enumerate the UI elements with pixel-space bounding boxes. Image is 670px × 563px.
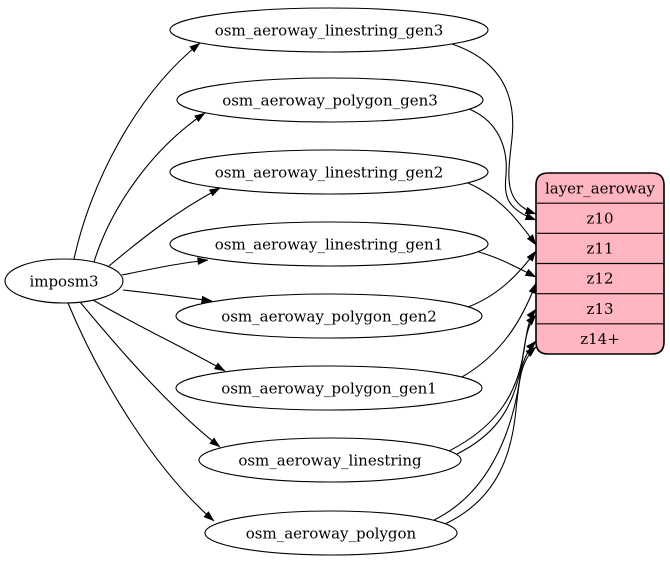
table-label: osm_aeroway_polygon_gen3 (222, 92, 438, 110)
table-ellipse (169, 149, 489, 195)
zoom-row-z14plus: z14+ (580, 330, 620, 348)
node-osm_aeroway_polygon_gen3: osm_aeroway_polygon_gen3 (176, 77, 484, 123)
edge-polygon-z13 (433, 314, 537, 521)
zoom-row-z11: z11 (587, 240, 614, 258)
node-osm_aeroway_polygon: osm_aeroway_polygon (204, 510, 458, 556)
table-ellipse (175, 293, 483, 339)
zoom-row-z13: z13 (587, 300, 614, 318)
node-osm_aeroway_polygon_gen2: osm_aeroway_polygon_gen2 (175, 293, 483, 339)
edge-imposm3-linestring_gen1 (121, 257, 209, 276)
table-ellipse (169, 7, 489, 53)
edge-imposm3-polygon (67, 302, 215, 522)
edge-polygon_gen1-z12 (461, 282, 537, 378)
table-label: osm_aeroway_linestring_gen3 (215, 22, 444, 40)
edge-imposm3-linestring_gen3 (73, 42, 201, 260)
node-osm_aeroway_linestring_gen1: osm_aeroway_linestring_gen1 (169, 221, 489, 267)
table-label: osm_aeroway_polygon_gen2 (221, 308, 437, 326)
edge-imposm3-linestring (79, 301, 221, 448)
edge-linestring_gen2-z11 (467, 182, 537, 246)
edge-polygon_gen2-z11 (467, 250, 537, 308)
table-label: osm_aeroway_polygon (246, 525, 417, 543)
edge-imposm3-polygon_gen2 (122, 289, 213, 304)
edge-polygon-z14 (444, 346, 537, 525)
node-osm_aeroway_linestring_gen2: osm_aeroway_linestring_gen2 (169, 149, 489, 195)
edge-imposm3-polygon_gen1 (92, 299, 226, 372)
table-label: osm_aeroway_linestring (238, 452, 422, 470)
node-osm_aeroway_linestring_gen3: osm_aeroway_linestring_gen3 (169, 7, 489, 53)
edge-linestring_gen3-z10 (451, 43, 537, 215)
table-ellipse (198, 437, 462, 483)
layer-node-title: layer_aeroway (545, 180, 656, 198)
zoom-row-z10: z10 (587, 210, 614, 228)
edge-group-from-imposm3 (67, 42, 226, 522)
imposm3-label: imposm3 (29, 273, 98, 291)
table-ellipse (175, 365, 483, 411)
node-osm_aeroway_linestring: osm_aeroway_linestring (198, 437, 462, 483)
zoom-row-z12: z12 (587, 270, 614, 288)
node-layer_aeroway: layer_aeroway z10 z11 z12 z13 z14+ (535, 172, 665, 355)
table-label: osm_aeroway_linestring_gen2 (215, 164, 444, 182)
table-label: osm_aeroway_polygon_gen1 (221, 380, 437, 398)
edge-linestring_gen1-z12 (478, 251, 537, 278)
table-label: osm_aeroway_linestring_gen1 (215, 236, 444, 254)
edge-imposm3-linestring_gen2 (108, 187, 221, 267)
edge-polygon_gen3-z10 (468, 108, 537, 221)
table-ellipse (169, 221, 489, 267)
edge-group-to-layer (433, 43, 537, 525)
table-ellipse (176, 77, 484, 123)
node-osm_aeroway_polygon_gen1: osm_aeroway_polygon_gen1 (175, 365, 483, 411)
table-ellipse (204, 510, 458, 556)
edge-imposm3-polygon_gen3 (93, 112, 206, 263)
imposm3-ellipse (4, 258, 124, 304)
node-imposm3: imposm3 (4, 258, 124, 304)
